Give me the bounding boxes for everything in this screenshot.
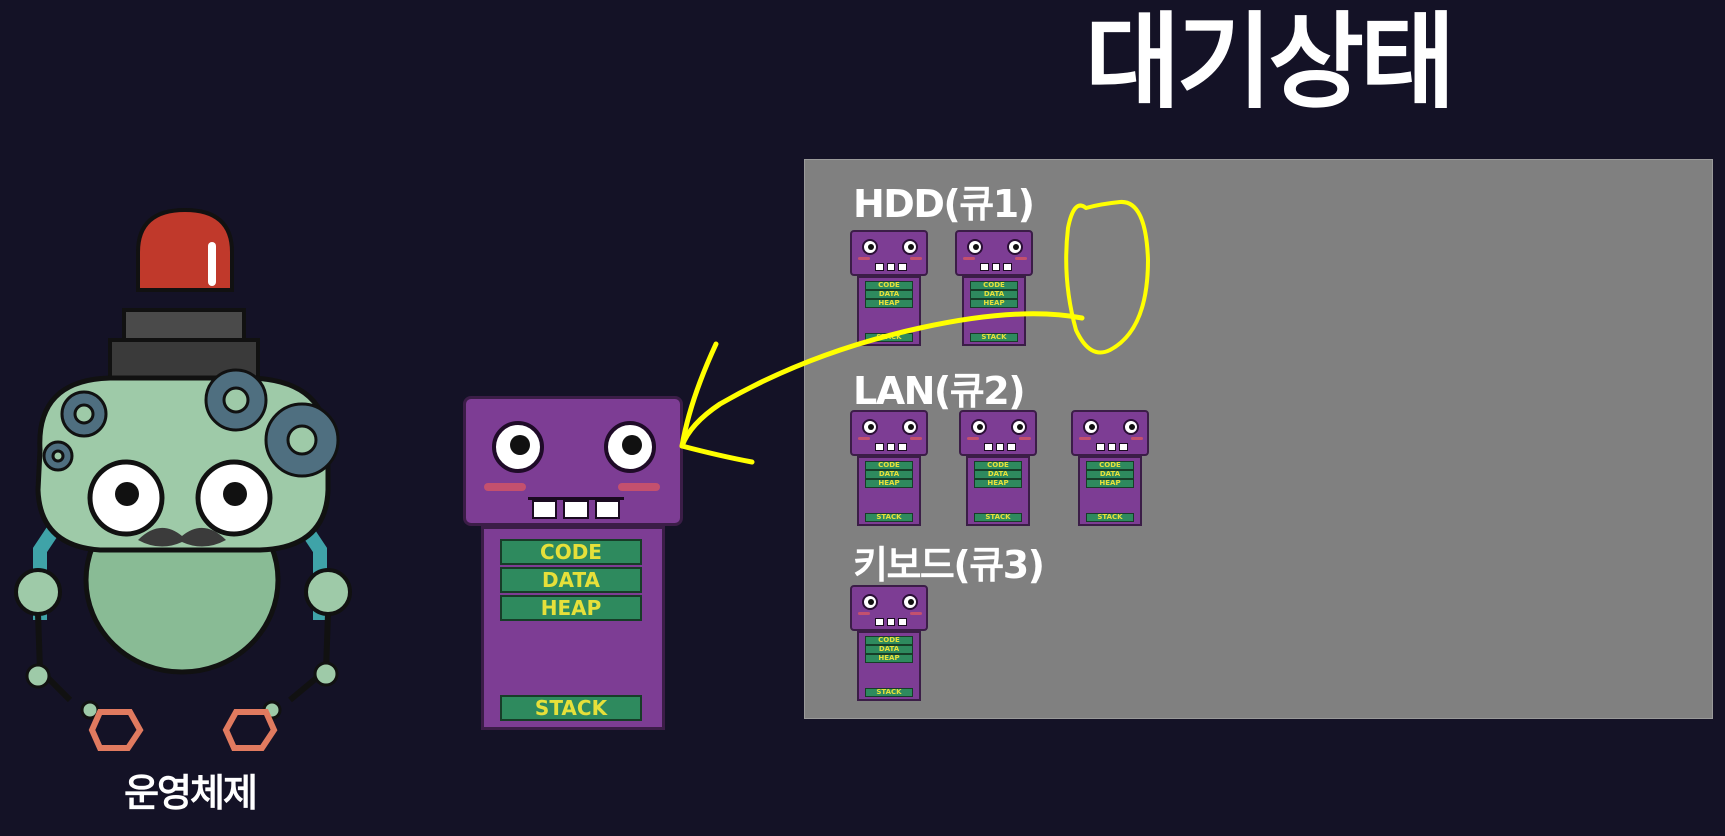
queue-label-hdd: HDD(큐1) <box>853 182 1035 226</box>
segment-heap: HEAP <box>865 479 913 488</box>
segment-data: DATA <box>500 567 642 593</box>
teeth <box>980 263 1013 271</box>
process-head <box>955 230 1033 276</box>
eye-icon <box>604 421 656 473</box>
segment-stack: STACK <box>500 695 642 721</box>
eye-icon <box>492 421 544 473</box>
eye-icon <box>902 594 918 610</box>
segment-heap: HEAP <box>500 595 642 621</box>
segment-stack: STACK <box>974 513 1022 522</box>
teeth <box>528 497 624 519</box>
eye-icon <box>862 419 878 435</box>
eye-icon <box>1123 419 1139 435</box>
segment-stack: STACK <box>1086 513 1134 522</box>
segment-heap: HEAP <box>974 479 1022 488</box>
segment-data: DATA <box>1086 470 1134 479</box>
eye-icon <box>1083 419 1099 435</box>
process-head <box>959 410 1037 456</box>
segment-data: DATA <box>974 470 1022 479</box>
active-process: CODE DATA HEAP STACK <box>463 396 683 732</box>
process-head <box>463 396 683 526</box>
eye-icon <box>902 419 918 435</box>
eye-icon <box>967 239 983 255</box>
page-title: 대기상태 <box>1085 1 1456 123</box>
segment-code: CODE <box>500 539 642 565</box>
eye-icon <box>862 594 878 610</box>
queue-label-keyboard: 키보드(큐3) <box>853 543 1045 587</box>
process-head <box>850 410 928 456</box>
siren-base <box>122 308 246 342</box>
eye-icon <box>862 239 878 255</box>
segment-data: DATA <box>865 290 913 299</box>
segment-heap: HEAP <box>970 299 1018 308</box>
teeth <box>1096 443 1129 451</box>
process-head <box>850 230 928 276</box>
segment-data: DATA <box>970 290 1018 299</box>
gear-icon <box>42 368 340 478</box>
segment-data: DATA <box>865 470 913 479</box>
segment-heap: HEAP <box>1086 479 1134 488</box>
os-label: 운영체제 <box>124 771 258 815</box>
teeth <box>875 263 908 271</box>
teeth <box>875 443 908 451</box>
segment-heap: HEAP <box>865 299 913 308</box>
teeth <box>984 443 1017 451</box>
segment-stack: STACK <box>865 333 913 342</box>
process-head <box>1071 410 1149 456</box>
segment-stack: STACK <box>865 513 913 522</box>
segment-code: CODE <box>970 281 1018 290</box>
os-robot <box>14 207 352 751</box>
eye-icon <box>1007 239 1023 255</box>
siren-light-icon <box>136 207 234 292</box>
segment-code: CODE <box>865 281 913 290</box>
segment-stack: STACK <box>865 688 913 697</box>
segment-stack: STACK <box>970 333 1018 342</box>
teeth <box>875 618 908 626</box>
segment-data: DATA <box>865 645 913 654</box>
segment-code: CODE <box>865 636 913 645</box>
segment-code: CODE <box>974 461 1022 470</box>
queue-label-lan: LAN(큐2) <box>853 369 1026 413</box>
segment-code: CODE <box>1086 461 1134 470</box>
process-head <box>850 585 928 631</box>
process-body: CODE DATA HEAP STACK <box>481 526 665 730</box>
segment-code: CODE <box>865 461 913 470</box>
eye-icon <box>971 419 987 435</box>
eye-icon <box>902 239 918 255</box>
eye-icon <box>1011 419 1027 435</box>
segment-heap: HEAP <box>865 654 913 663</box>
